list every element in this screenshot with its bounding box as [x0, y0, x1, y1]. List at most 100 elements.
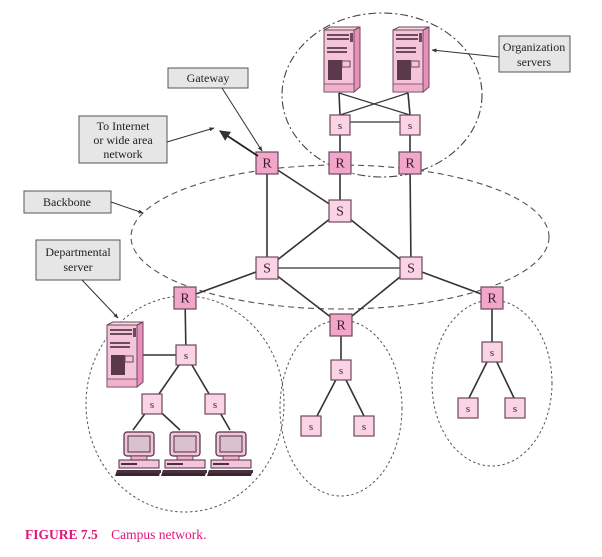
mid-dept-switch: s [330, 359, 352, 381]
org-switch-left-box [329, 114, 351, 136]
backbone-switch-left-box [255, 256, 279, 280]
dept-router-left-label: R [180, 292, 190, 307]
departmental-server-label-line-2: server [63, 260, 92, 274]
mid-dept-switch-a-box [300, 415, 322, 437]
org-switch-right: s [399, 114, 421, 136]
left-dept-switch-a-box [141, 393, 163, 415]
right-dept-switch-b: s [504, 397, 526, 419]
org-router-right-box [398, 151, 422, 175]
org-router-left: R [328, 151, 352, 175]
dept-router-left: R [173, 286, 197, 310]
gateway-router: R [255, 151, 279, 175]
dept-router-right-label: R [487, 292, 497, 307]
workstation-icon [160, 431, 208, 477]
left-dept-switch: s [175, 344, 197, 366]
gateway-label-text: Gateway [187, 71, 230, 85]
gateway-label: Gateway [167, 67, 263, 152]
org-switch-right-label: s [408, 120, 412, 132]
backbone-label-text: Backbone [43, 195, 91, 209]
backbone-switch-right-label: S [407, 262, 415, 277]
right-dept-switch-b-label: s [513, 403, 517, 415]
workstation-icon [114, 431, 162, 477]
org-switch-left: s [329, 114, 351, 136]
mid-dept-switch-box [330, 359, 352, 381]
org-router-left-box [328, 151, 352, 175]
organization-servers-label-line-1: Organization [503, 40, 565, 54]
left-dept-switch-b-label: s [213, 399, 217, 411]
backbone-switch-left-label: S [263, 262, 271, 277]
dept-router-left-box [173, 286, 197, 310]
right-dept-switch-label: s [490, 347, 494, 359]
organization-server-left-icon [323, 26, 361, 93]
backbone-switch-left: S [255, 256, 279, 280]
right-dept-switch-box [481, 341, 503, 363]
org-router-right-label: R [405, 157, 415, 172]
mid-dept-switch-b: s [353, 415, 375, 437]
internet-label-line-3: network [103, 147, 142, 161]
right-dept-switch-a-label: s [466, 403, 470, 415]
link [339, 210, 412, 269]
link [266, 267, 342, 326]
link [409, 162, 412, 269]
link [340, 267, 412, 326]
departmental-server-icon [106, 321, 144, 388]
backbone-switch-top: S [328, 199, 352, 223]
right-dept-switch: s [481, 341, 503, 363]
gateway-router-label: R [262, 157, 272, 172]
left-dept-switch-box [175, 344, 197, 366]
internet-label-line-1: To Internet [97, 119, 150, 133]
dept-router-right: R [480, 286, 504, 310]
mid-dept-switch-a-label: s [309, 421, 313, 433]
backbone-switch-right: S [399, 256, 423, 280]
backbone-switch-right-box [399, 256, 423, 280]
link [184, 267, 268, 299]
organization-servers-label: Organization servers [431, 35, 571, 73]
mid-dept-switch-b-label: s [362, 421, 366, 433]
org-router-left-label: R [335, 157, 345, 172]
org-switch-right-box [399, 114, 421, 136]
right-dept-switch-a: s [457, 397, 479, 419]
org-router-right: R [398, 151, 422, 175]
link [338, 92, 341, 116]
right-department-zone [431, 299, 553, 467]
backbone-label: Backbone [23, 190, 144, 214]
left-dept-switch-b: s [204, 393, 226, 415]
organization-servers-zone [281, 12, 483, 178]
figure-number: FIGURE 7.5 [25, 527, 98, 542]
link [407, 92, 411, 116]
figure-caption: FIGURE 7.5 Campus network. [25, 527, 206, 543]
left-dept-switch-a: s [141, 393, 163, 415]
organization-servers-label-line-2: servers [517, 55, 551, 69]
link [410, 267, 493, 299]
organization-server-right-icon [392, 26, 430, 93]
internet-label-line-2: or wide area [93, 133, 153, 147]
link [339, 92, 409, 116]
figure-caption-text: Campus network. [111, 527, 207, 542]
left-dept-switch-b-box [204, 393, 226, 415]
dept-router-middle-box [329, 313, 353, 337]
internet-label: To Internet or wide area network [78, 115, 215, 164]
departmental-server-label-line-1: Departmental [45, 245, 111, 259]
mid-dept-switch-b-box [353, 415, 375, 437]
dept-router-right-box [480, 286, 504, 310]
mid-dept-switch-label: s [339, 365, 343, 377]
middle-department-zone [279, 319, 403, 497]
left-dept-switch-a-label: s [150, 399, 154, 411]
link [266, 210, 341, 269]
wan-uplink-arrow [219, 130, 259, 157]
workstation-icon [206, 431, 254, 477]
dept-router-middle-label: R [336, 319, 346, 334]
mid-dept-switch-a: s [300, 415, 322, 437]
network-links [132, 92, 516, 431]
left-dept-switch-label: s [184, 350, 188, 362]
dept-router-middle: R [329, 313, 353, 337]
link [266, 162, 341, 212]
backbone-switch-top-label: S [336, 205, 344, 220]
departmental-server-label: Departmental server [35, 239, 121, 319]
right-dept-switch-b-box [504, 397, 526, 419]
right-dept-switch-a-box [457, 397, 479, 419]
backbone-switch-top-box [328, 199, 352, 223]
org-switch-left-label: s [338, 120, 342, 132]
gateway-router-box [255, 151, 279, 175]
